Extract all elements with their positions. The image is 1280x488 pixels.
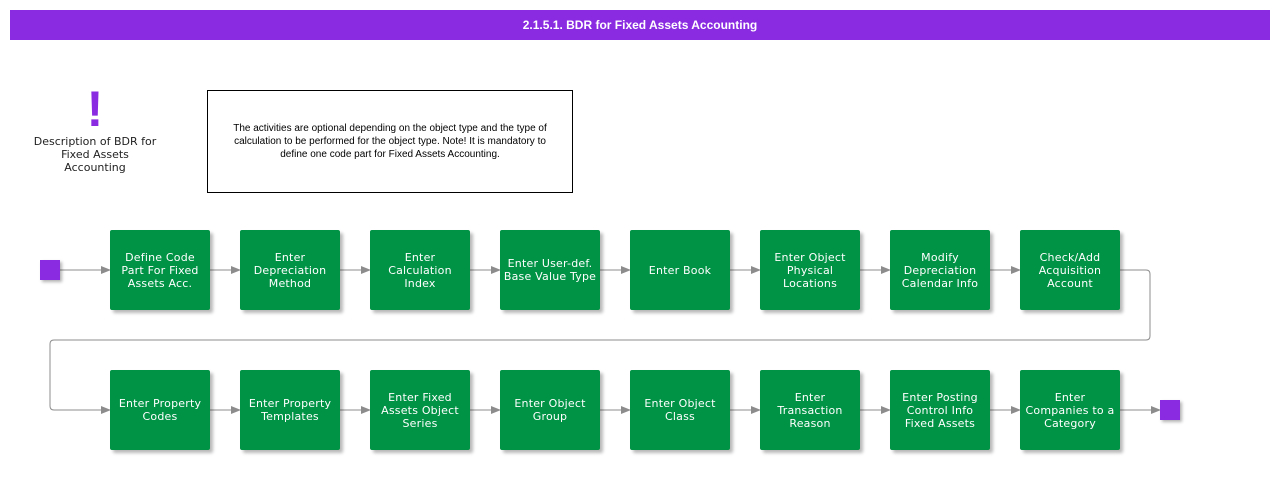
activity-modify-depreciation-calendar[interactable]: Modify Depreciation Calendar Info <box>890 230 990 310</box>
page-title: 2.1.5.1. BDR for Fixed Assets Accounting <box>10 10 1270 40</box>
exclamation-icon: ! <box>86 81 104 137</box>
activity-enter-base-value-type[interactable]: Enter User-def. Base Value Type <box>500 230 600 310</box>
note-text: The activities are optional depending on… <box>233 123 547 160</box>
activity-enter-object-class[interactable]: Enter Object Class <box>630 370 730 450</box>
activity-enter-posting-control-info[interactable]: Enter Posting Control Info Fixed Assets <box>890 370 990 450</box>
start-node <box>40 260 60 280</box>
activity-enter-object-locations[interactable]: Enter Object Physical Locations <box>760 230 860 310</box>
activity-enter-calculation-index[interactable]: Enter Calculation Index <box>370 230 470 310</box>
activity-enter-object-group[interactable]: Enter Object Group <box>500 370 600 450</box>
connector-wrap <box>49 269 1151 414</box>
activity-define-code-part[interactable]: Define Code Part For Fixed Assets Acc. <box>110 230 210 310</box>
activity-enter-property-codes[interactable]: Enter Property Codes <box>110 370 210 450</box>
activity-enter-companies-category[interactable]: Enter Companies to a Category <box>1020 370 1120 450</box>
activity-enter-object-series[interactable]: Enter Fixed Assets Object Series <box>370 370 470 450</box>
activity-enter-transaction-reason[interactable]: Enter Transaction Reason <box>760 370 860 450</box>
end-node <box>1160 400 1180 420</box>
activity-check-acquisition-account[interactable]: Check/Add Acquisition Account <box>1020 230 1120 310</box>
activity-enter-property-templates[interactable]: Enter Property Templates <box>240 370 340 450</box>
description-label[interactable]: Description of BDR for Fixed Assets Acco… <box>33 135 157 174</box>
note-box: The activities are optional depending on… <box>207 90 573 193</box>
activity-enter-book[interactable]: Enter Book <box>630 230 730 310</box>
activity-enter-depreciation-method[interactable]: Enter Depreciation Method <box>240 230 340 310</box>
